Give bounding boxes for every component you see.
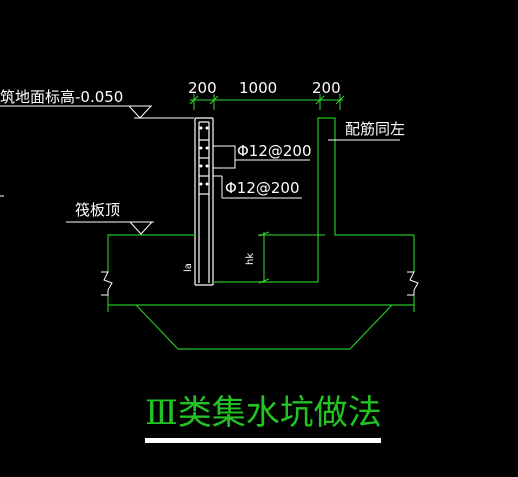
hk-dimension	[258, 231, 325, 284]
rebar-dots	[199, 126, 209, 186]
pit-outline	[107, 117, 415, 350]
la-label: la	[183, 263, 194, 272]
elevation-marker	[0, 105, 194, 119]
floor-elevation-label: 筑地面标高-0.050	[0, 88, 123, 106]
dim-left-text: 200	[188, 79, 217, 97]
hk-label: hk	[245, 253, 256, 265]
dim-right-text: 200	[312, 79, 341, 97]
drawing-title: Ⅲ类集水坑做法	[145, 393, 382, 433]
raft-top-marker	[66, 221, 154, 235]
rebar-upper-label: Φ12@200	[237, 142, 312, 160]
raft-top-label: 筏板顶	[75, 201, 120, 219]
rebar-same-label: 配筋同左	[345, 120, 405, 138]
title-underline	[145, 438, 381, 443]
left-wall	[194, 117, 214, 286]
break-marks	[101, 271, 419, 296]
top-dimension	[189, 94, 345, 110]
dim-middle-text: 1000	[239, 79, 277, 97]
rebar-leaders	[212, 145, 310, 199]
rebar-lower-label: Φ12@200	[225, 179, 300, 197]
